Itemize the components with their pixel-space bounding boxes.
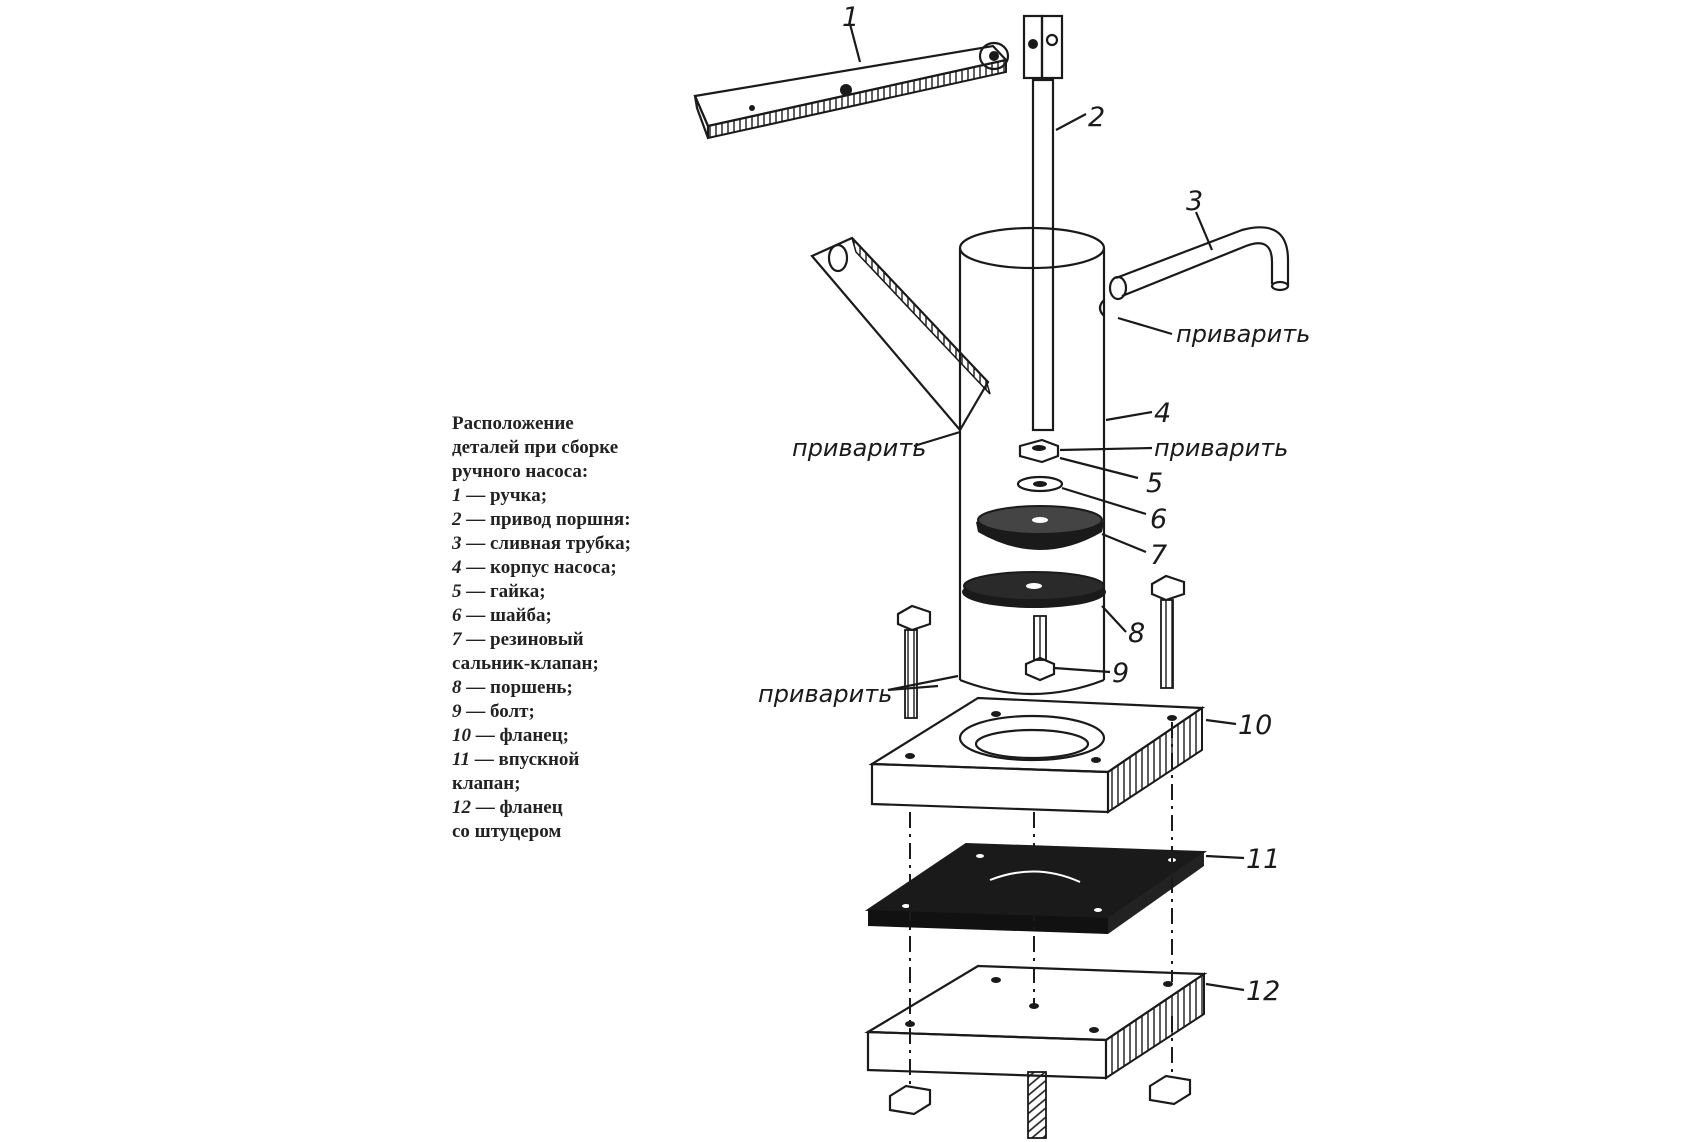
- legend-item-text: — ручка;: [461, 485, 548, 506]
- legend-item-number: 6: [452, 605, 462, 626]
- base-flange-part: [864, 964, 1208, 1139]
- left-flange-bolt: [896, 604, 932, 719]
- legend-item-number: 8: [452, 677, 462, 698]
- legend-heading-line: деталей при сборке: [452, 437, 619, 458]
- legend-item-text: — фланец: [471, 797, 563, 818]
- legend-item-text: — поршень;: [461, 677, 573, 698]
- callout-7: 7: [1150, 540, 1167, 571]
- legend-item: 3 — сливная трубка;: [452, 532, 712, 556]
- callout-2: 2: [1088, 102, 1105, 133]
- right-flange-bolt: [1150, 574, 1186, 689]
- legend-item: 10 — фланец;: [452, 724, 712, 748]
- drain-tube-part: [1108, 226, 1290, 301]
- legend-item-text: — впускной: [469, 749, 580, 770]
- bottom-nut-left: [888, 1084, 932, 1116]
- callout-12: 12: [1246, 976, 1280, 1007]
- callout-numbers: 1 2 3 4 5 6 7 8 9 10 11 12: [842, 2, 1280, 1007]
- legend-heading-line: Расположение: [452, 413, 574, 434]
- legend-item: 2 — привод поршня:: [452, 508, 712, 532]
- legend-item-number: 1: [452, 485, 462, 506]
- legend-item: 12 — фланец: [452, 796, 712, 820]
- callout-5: 5: [1146, 468, 1163, 499]
- legend-item: 11 — впускной: [452, 748, 712, 772]
- weld-label-bracket: приварить: [792, 434, 926, 462]
- callout-10: 10: [1238, 710, 1272, 741]
- weld-labels: приварить приварить приварить приварить: [758, 320, 1310, 708]
- legend-item-number: 12: [452, 797, 471, 818]
- bottom-nut-right: [1148, 1074, 1192, 1106]
- legend-item: 9 — болт;: [452, 700, 712, 724]
- flange-part: [868, 696, 1206, 814]
- callout-1: 1: [842, 2, 859, 33]
- legend-item-text: — шайба;: [461, 605, 552, 626]
- legend-item: сальник-клапан;: [452, 652, 712, 676]
- legend-item: 6 — шайба;: [452, 604, 712, 628]
- weld-label-drain-tube: приварить: [1176, 320, 1310, 348]
- legend-item-text: — фланец;: [471, 725, 569, 746]
- legend-item-number: 10: [452, 725, 471, 746]
- legend-item-text: — гайка;: [461, 581, 546, 602]
- handle-part: [693, 41, 1010, 140]
- callout-11: 11: [1246, 844, 1280, 875]
- legend-item: со штуцером: [452, 820, 712, 844]
- legend-item-text: — корпус насоса;: [461, 557, 617, 578]
- callout-9: 9: [1112, 658, 1129, 689]
- legend-item-number: 4: [452, 557, 462, 578]
- rubber-seal-part: [976, 505, 1104, 550]
- assembly-axes: [909, 722, 1173, 1086]
- callout-4: 4: [1154, 398, 1171, 429]
- legend-item-number: 9: [452, 701, 462, 722]
- piston-disc-part: [962, 571, 1106, 608]
- legend-item-number: 11: [452, 749, 470, 770]
- legend-item-text: — резиновый: [461, 629, 584, 650]
- legend-item-number: 5: [452, 581, 462, 602]
- legend-item-number: 7: [452, 629, 462, 650]
- legend-item-text: со штуцером: [452, 821, 562, 842]
- washer-part: [1016, 475, 1064, 493]
- weld-label-flange: приварить: [758, 680, 892, 708]
- callout-8: 8: [1128, 618, 1145, 649]
- legend-item-text: — сливная трубка;: [461, 533, 631, 554]
- callout-6: 6: [1150, 504, 1167, 535]
- legend-item: 7 — резиновый: [452, 628, 712, 652]
- legend-item: 5 — гайка;: [452, 580, 712, 604]
- inlet-valve-part: [864, 842, 1208, 934]
- legend-item-text: клапан;: [452, 773, 521, 794]
- legend-heading-line: ручного насоса:: [452, 461, 589, 482]
- legend-item: 4 — корпус насоса;: [452, 556, 712, 580]
- legend-item-text: — привод поршня:: [461, 509, 631, 530]
- legend-item: 1 — ручка;: [452, 484, 712, 508]
- legend-item-number: 2: [452, 509, 462, 530]
- weld-label-nut: приварить: [1154, 434, 1288, 462]
- nut-part: [1018, 438, 1060, 464]
- legend-item-text: сальник-клапан;: [452, 653, 599, 674]
- callout-3: 3: [1186, 186, 1203, 217]
- bracket-arm: [810, 236, 991, 432]
- legend-item: клапан;: [452, 772, 712, 796]
- legend-item-text: — болт;: [461, 701, 535, 722]
- legend-item: 8 — поршень;: [452, 676, 712, 700]
- piston-bolt-part: [1024, 615, 1056, 682]
- leader-lines: [848, 23, 1245, 992]
- piston-rod-part: [1022, 14, 1064, 432]
- parts-legend: Расположение деталей при сборке ручного …: [452, 412, 712, 844]
- legend-item-number: 3: [452, 533, 462, 554]
